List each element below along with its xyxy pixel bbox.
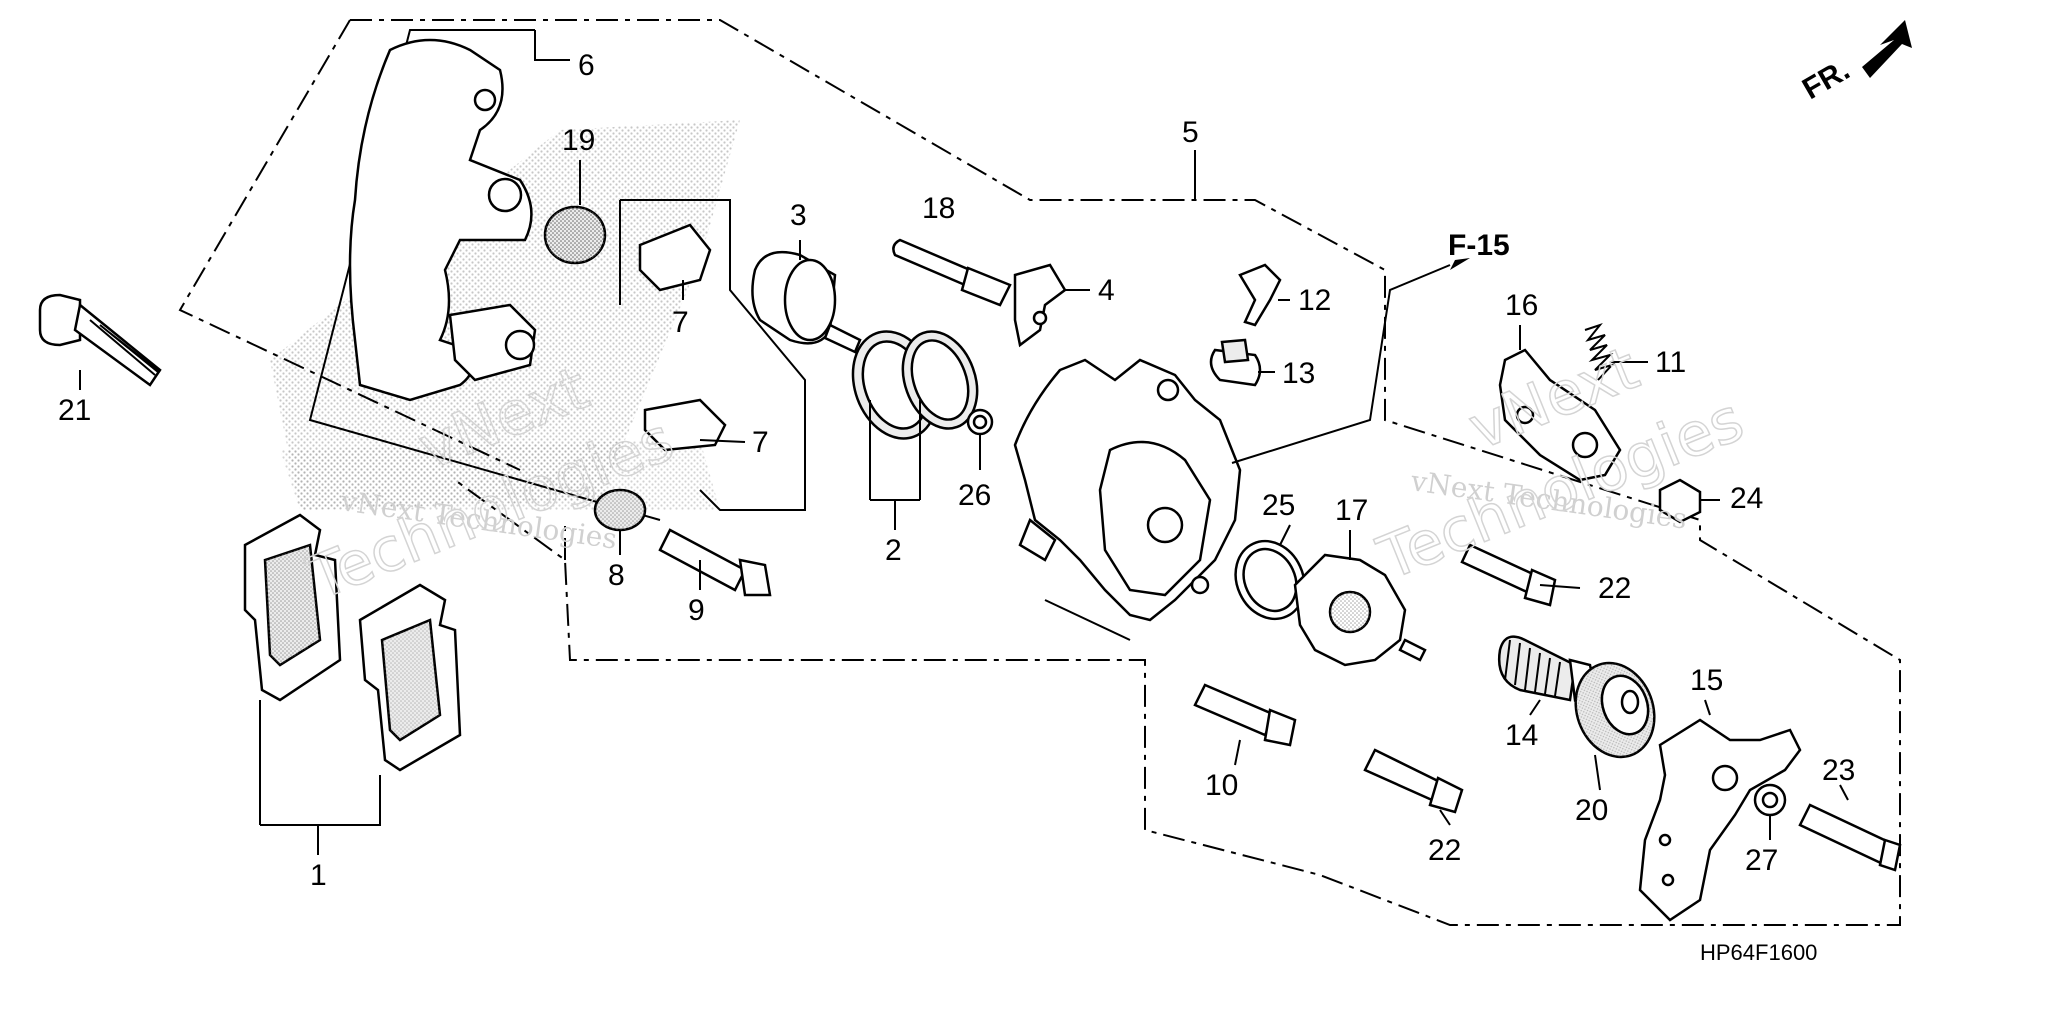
- piston-seal-inner: [901, 330, 979, 430]
- callout-27: 27: [1745, 844, 1778, 877]
- bolt-21: [38, 293, 162, 387]
- lever-16: [1498, 348, 1622, 482]
- leader-lines: [79, 150, 1849, 855]
- brake-pad-right: [358, 583, 462, 772]
- housing-17: [1293, 553, 1427, 667]
- bolt-23: [1798, 803, 1902, 872]
- callouts: 1 2 3 4 5 6 7 7 8 9 10 11 12 13 14 15 16…: [58, 49, 1855, 965]
- callout-17: 17: [1335, 494, 1368, 527]
- callout-6: 6: [578, 49, 595, 82]
- slide-pin-18: [892, 238, 1012, 307]
- callout-13: 13: [1282, 357, 1315, 390]
- callout-23: 23: [1822, 754, 1855, 787]
- callout-2: 2: [885, 534, 902, 567]
- callout-19: 19: [562, 124, 595, 157]
- callout-15: 15: [1690, 664, 1723, 697]
- nut-24: [1658, 478, 1702, 524]
- front-direction-label: FR.: [1797, 53, 1855, 106]
- callout-7-lower: 7: [752, 426, 769, 459]
- callout-25: 25: [1262, 489, 1295, 522]
- reference-arrowhead: [1450, 258, 1470, 270]
- callout-8: 8: [608, 559, 625, 592]
- callout-4: 4: [1098, 274, 1115, 307]
- callout-20: 20: [1575, 794, 1608, 827]
- callout-21: 21: [58, 394, 91, 427]
- figure-code: HP64F1600: [1700, 940, 1817, 965]
- pad-shim-upper: [638, 223, 712, 292]
- boot-19: [543, 205, 607, 265]
- o-ring-25: [1234, 539, 1306, 621]
- callout-14: 14: [1505, 719, 1538, 752]
- callout-24: 24: [1730, 482, 1763, 515]
- front-direction-arrow: [1862, 20, 1912, 78]
- callout-10: 10: [1205, 769, 1238, 802]
- callout-5: 5: [1182, 116, 1199, 149]
- bushing-8: [593, 488, 647, 532]
- callout-22-upper: 22: [1598, 572, 1631, 605]
- assembly-outline-5: [350, 19, 1901, 926]
- washer-27: [1753, 783, 1787, 817]
- washer-26: [966, 408, 994, 436]
- callout-18: 18: [922, 192, 955, 225]
- bolt-22-lower: [1363, 748, 1464, 814]
- arm-15: [1638, 718, 1802, 922]
- brake-pad-left: [243, 513, 342, 702]
- callout-12: 12: [1298, 284, 1331, 317]
- piston-3: [751, 250, 862, 354]
- callout-22-lower: 22: [1428, 834, 1461, 867]
- callout-26: 26: [958, 479, 991, 512]
- bolt-22-upper: [1460, 543, 1557, 607]
- callout-11: 11: [1655, 346, 1686, 379]
- caliper-body: [1013, 358, 1242, 622]
- callout-16: 16: [1505, 289, 1538, 322]
- pad-shim-lower: [643, 398, 727, 452]
- callout-7-upper: 7: [672, 306, 689, 339]
- shim-group-outline: [619, 199, 806, 511]
- roller-20: [1574, 661, 1656, 759]
- clip-4: [1013, 263, 1067, 348]
- reference-f15: F-15: [1448, 229, 1510, 262]
- callout-3: 3: [790, 199, 807, 232]
- spring-11: [1584, 322, 1616, 381]
- callout-1: 1: [310, 859, 327, 892]
- callout-9: 9: [688, 594, 705, 627]
- pin-bolt-9: [658, 528, 772, 597]
- bleeder-cap-13: [1209, 338, 1262, 387]
- caliper-bracket: [348, 38, 537, 402]
- bolt-10: [1193, 683, 1297, 747]
- bleeder-12: [1238, 263, 1282, 327]
